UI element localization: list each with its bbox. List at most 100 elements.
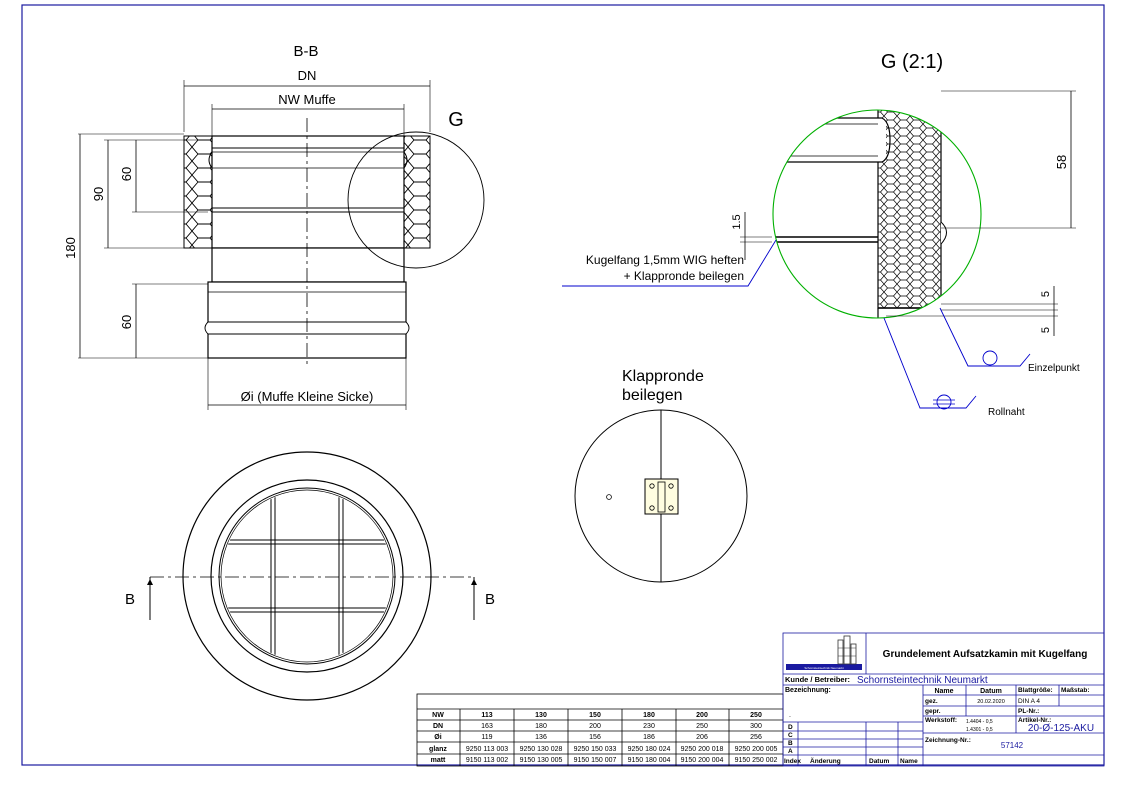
table-row-label: Øi — [434, 734, 441, 741]
article-label: Artikel-Nr.: — [1018, 717, 1051, 724]
table-cell: 256 — [750, 734, 762, 741]
klappronde-view: Klappronde beilegen — [574, 368, 748, 583]
section-label-left: B — [125, 591, 135, 608]
table-cell: 136 — [535, 734, 547, 741]
table-row-label: glanz — [429, 746, 447, 753]
einzelpunkt-label: Einzelpunkt — [1028, 363, 1080, 374]
customer-value: Schornsteintechnik Neumarkt — [857, 675, 988, 686]
logo-caption: Schornsteintechnik Neumarkt — [804, 666, 843, 670]
rev-index-header: Index — [784, 758, 801, 765]
table-cell: 9250 130 028 — [520, 746, 563, 753]
material-2: 1.4301 - 0,5 — [966, 727, 993, 733]
rev-letter-c: C — [788, 732, 793, 739]
rev-letter-d: D — [788, 724, 793, 731]
table-cell: 119 — [481, 734, 492, 741]
company-logo: Schornsteintechnik Neumarkt — [786, 635, 862, 670]
drawing-number-label: Zeichnung-Nr.: — [925, 737, 971, 744]
material-1: 1.4404 - 0,5 — [966, 719, 993, 725]
dim-60-top: 60 — [119, 167, 134, 181]
weld-point-symbol — [982, 350, 998, 366]
rollnaht-label: Rollnaht — [988, 407, 1025, 418]
detail-ref-label: G — [448, 109, 464, 131]
hinge — [644, 478, 679, 515]
dim-5b: 5 — [1040, 327, 1052, 333]
table-cell: 113 — [481, 712, 492, 719]
klappronde-title-2: beilegen — [622, 387, 683, 404]
sheet-border — [21, 4, 1105, 766]
table-cell: 156 — [589, 734, 601, 741]
checked-label: gepr. — [925, 708, 941, 715]
outer-ring — [182, 451, 432, 701]
rev-date-header: Datum — [869, 758, 889, 765]
table-cell: 163 — [481, 723, 493, 730]
section-title: B-B — [293, 43, 318, 60]
dim-15: 1.5 — [731, 214, 743, 229]
insulation-right — [403, 135, 431, 249]
sheet-size-label: Blattgröße: — [1018, 687, 1053, 694]
table-cell: 250 — [696, 723, 708, 730]
dim-5a: 5 — [1040, 291, 1052, 297]
rollnaht-leader — [883, 317, 977, 409]
dn-label: DN — [298, 68, 317, 83]
note-line-2: + Klappronde beilegen — [624, 269, 744, 283]
title-block-text: Grundelement Aufsatzkamin mit Kugelfang … — [784, 649, 1094, 765]
table-cell: 9150 130 005 — [520, 757, 563, 764]
nw-label: NW Muffe — [278, 92, 336, 107]
table-cell: 250 — [750, 712, 762, 719]
table-row-label: NW — [432, 712, 444, 719]
rev-change-header: Änderung — [810, 757, 841, 765]
table-cell: 9150 200 004 — [681, 757, 724, 764]
drawn-date: 20.02.2020 — [977, 699, 1005, 705]
klappronde-title-1: Klappronde — [622, 368, 704, 385]
name-header: Name — [934, 688, 953, 695]
inner-ring — [218, 487, 396, 665]
note-line-1: Kugelfang 1,5mm WIG heften — [586, 253, 744, 267]
table-cell: 230 — [643, 723, 655, 730]
pl-label: PL-Nr.: — [1018, 708, 1039, 715]
klappronde-hole — [606, 494, 612, 500]
insulation-left — [183, 135, 213, 249]
section-view: B-B DN NW Muffe — [63, 43, 485, 410]
table-cell: 200 — [696, 712, 708, 719]
table-cell: 9250 150 033 — [574, 746, 617, 753]
table-row-label: matt — [431, 757, 446, 764]
dimension-table — [416, 693, 784, 767]
table-cell: 9250 200 005 — [735, 746, 778, 753]
rev-name-header: Name — [900, 758, 918, 765]
table-dot: . — [789, 712, 791, 719]
table-cell: 9250 200 018 — [681, 746, 724, 753]
oi-label: Øi (Muffe Kleine Sicke) — [241, 389, 374, 404]
table-cell: 9150 113 002 — [466, 757, 508, 764]
ball-catch-grid — [222, 491, 392, 661]
table-cell: 206 — [696, 734, 708, 741]
drawn-label: gez. — [925, 698, 938, 705]
table-cell: 300 — [750, 723, 762, 730]
table-cell: 9250 113 003 — [466, 746, 508, 753]
drawing-title: Grundelement Aufsatzkamin mit Kugelfang — [883, 649, 1088, 660]
rev-letter-b: B — [788, 740, 793, 747]
table-cell: 200 — [589, 723, 601, 730]
table-text: NW DN Øi glanz matt 113 130 150 180 200 … — [429, 712, 791, 764]
scale-label: Maßstab: — [1061, 687, 1090, 694]
material-label: Werkstoff: — [925, 717, 957, 724]
dim-60-bottom: 60 — [119, 315, 134, 329]
section-label-right: B — [485, 591, 495, 608]
einzelpunkt-leader — [939, 307, 1031, 367]
dim-180: 180 — [63, 237, 78, 259]
lower-tube — [211, 247, 405, 283]
sheet-size-value: DIN A 4 — [1018, 698, 1040, 705]
table-cell: 9150 180 004 — [628, 757, 671, 764]
detail-view: G (2:1) 58 1.5 — [562, 51, 1080, 418]
detail-g-marker — [347, 131, 485, 269]
table-cell: 130 — [535, 712, 547, 719]
title-block — [782, 632, 1105, 767]
article-value: 20-Ø-125-AKU — [1028, 723, 1094, 734]
upper-tube — [211, 135, 405, 249]
customer-label: Kunde / Betreiber: — [785, 675, 850, 684]
plan-view: B B — [125, 451, 495, 701]
rev-letter-a: A — [788, 748, 793, 755]
dim-58: 58 — [1054, 155, 1069, 169]
table-cell: 180 — [535, 723, 547, 730]
date-header: Datum — [980, 688, 1002, 695]
